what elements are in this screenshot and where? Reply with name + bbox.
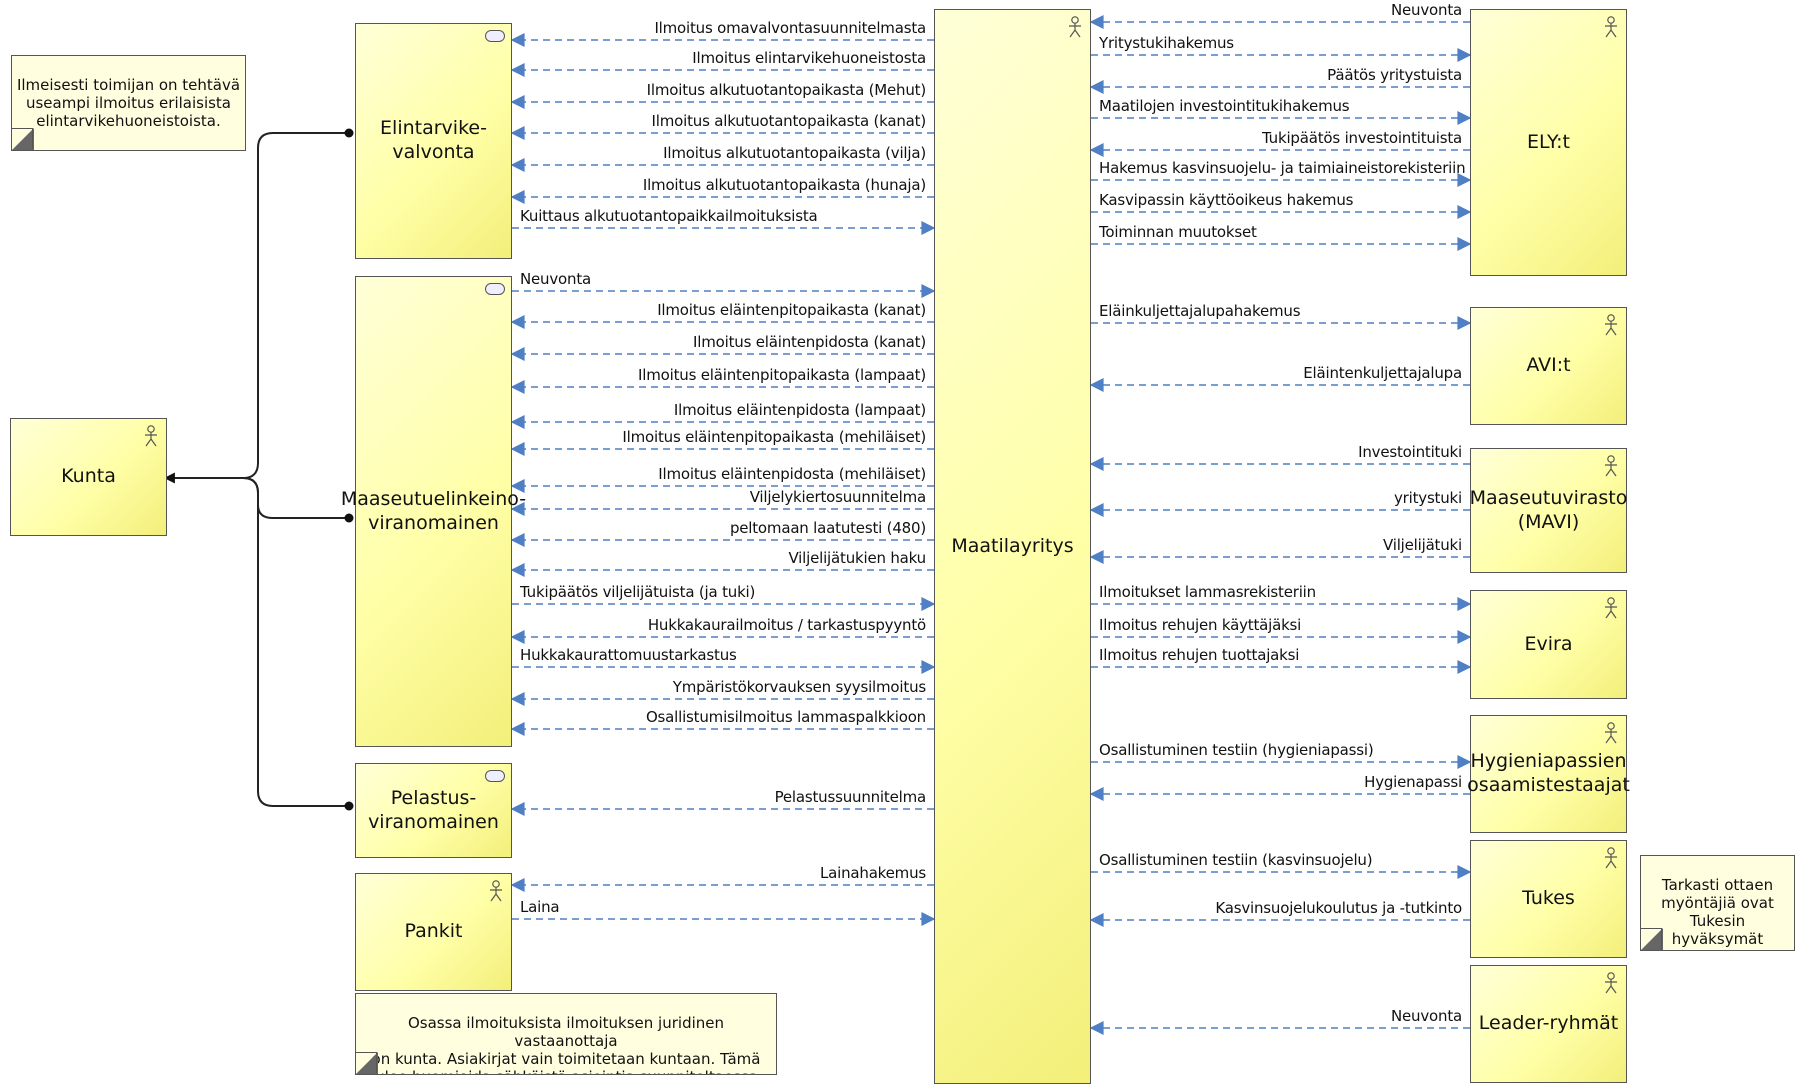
left-flow-label: Ilmoitus alkutuotantopaikasta (kanat) (651, 112, 927, 130)
maaseutuelinkeinoviranomainen-role[interactable]: Maaseutuelinkeino- viranomainen (341, 276, 526, 747)
left-flow-label: Ilmoitus eläintenpidosta (kanat) (693, 333, 926, 351)
right-flow-label: Hakemus kasvinsuojelu- ja taimiaineistor… (1099, 159, 1466, 177)
left-flow-label: Ilmoitus alkutuotantopaikasta (hunaja) (642, 176, 926, 194)
kunta-actor[interactable]: Kunta (10, 418, 167, 536)
connector-dot (344, 513, 354, 523)
left-flow-label: Ilmoitus eläintenpitopaikasta (mehiläise… (622, 428, 926, 446)
mavi-actor[interactable]: Maaseutuvirasto (MAVI) (1470, 448, 1627, 573)
leader-ryhmat-actor[interactable]: Leader-ryhmät (1470, 965, 1627, 1083)
ely-label: ELY:t (1526, 130, 1570, 153)
left-flow-label: Laina (520, 898, 560, 916)
maatilayritys-actor[interactable]: Maatilayritys (934, 9, 1091, 1084)
mavi-label: Maaseutuvirasto (MAVI) (1469, 486, 1628, 533)
left-flow-label: Ilmoitus eläintenpitopaikasta (kanat) (657, 301, 926, 319)
actor-icon (490, 880, 502, 902)
avi-label: AVI:t (1526, 354, 1571, 377)
left-flow-label: Neuvonta (520, 270, 591, 288)
hygieniapassi-testaajat-label: Hygieniapassien osaamistestaajat (1467, 750, 1630, 796)
actor-icon (1605, 314, 1617, 336)
left-flow-label: Lainahakemus (819, 864, 926, 882)
pankit-actor[interactable]: Pankit (355, 873, 512, 991)
actor-icon (1605, 972, 1617, 994)
hygieniapassi-testaajat-actor[interactable]: Hygieniapassien osaamistestaajat (1467, 715, 1630, 833)
left-flow-label: peltomaan laatutesti (480) (729, 519, 926, 537)
left-flow-label: Tukipäätös viljelijätuista (ja tuki) (520, 583, 756, 601)
actor-icon (145, 425, 157, 447)
left-flow-label: Ilmoitus eläintenpitopaikasta (lampaat) (638, 366, 926, 384)
tukes-actor[interactable]: Tukes (1470, 840, 1627, 958)
left-flow-label: Ilmoitus elintarvikehuoneistosta (692, 49, 926, 67)
actor-icon (1069, 16, 1081, 38)
maaseutuelinkeinoviranomainen-label: Maaseutuelinkeino- viranomainen (340, 487, 527, 534)
maatilayritys-label: Maatilayritys (951, 534, 1074, 557)
right-flow-label: Maatilojen investointitukihakemus (1099, 97, 1350, 115)
leader-ryhmat-label: Leader-ryhmät (1478, 1012, 1619, 1035)
note-text: Tarkasti ottaen myöntäjiä ovat Tukesin h… (1661, 876, 1774, 950)
kunta-label: Kunta (61, 465, 116, 488)
connector-dot (344, 128, 354, 138)
note-kunta-vastaanottaja: Osassa ilmoituksista ilmoituksen juridin… (355, 993, 777, 1075)
actor-icon (1605, 847, 1617, 869)
actor-icon (1605, 597, 1617, 619)
right-flow-label: Kasvinsuojelukoulutus ja -tutkinto (1215, 899, 1462, 917)
note-fold-icon (1641, 928, 1663, 950)
note-elintarvikehuoneistot: Ilmeisesti toimijan on tehtävä useampi i… (11, 55, 246, 151)
note-text: Ilmeisesti toimijan on tehtävä useampi i… (16, 76, 241, 130)
ely-actor[interactable]: ELY:t (1470, 9, 1627, 276)
elintarvikevalvonta-label: Elintarvike- valvonta (380, 117, 487, 163)
service-icon (485, 283, 505, 295)
left-flow-label: Ilmoitus eläintenpidosta (mehiläiset) (658, 465, 926, 483)
left-flow-label: Viljelykiertosuunnitelma (749, 488, 927, 506)
kunta-association-lines (163, 128, 354, 811)
right-flow-label: Päätös yritystuista (1327, 66, 1462, 84)
left-flow-label: Hukkakaurattomuustarkastus (520, 646, 737, 664)
right-flow-label: Investointituki (1358, 443, 1462, 461)
actor-icon (1605, 16, 1617, 38)
right-flow-label: Eläinkuljettajalupahakemus (1099, 302, 1301, 320)
service-icon (485, 770, 505, 782)
left-flow-label: Viljelijätukien haku (788, 549, 926, 567)
right-flow-label: Ilmoitus rehujen tuottajaksi (1099, 646, 1300, 664)
note-tukes-kouluttajat: Tarkasti ottaen myöntäjiä ovat Tukesin h… (1640, 855, 1795, 951)
pankit-label: Pankit (404, 920, 463, 943)
left-flow-label: Ilmoitus eläintenpidosta (lampaat) (673, 401, 926, 419)
left-flow-label: Kuittaus alkutuotantopaikkailmoituksista (520, 207, 818, 225)
service-icon (485, 30, 505, 42)
right-flow-label: Toiminnan muutokset (1099, 223, 1257, 241)
right-flow-label: Ilmoitukset lammasrekisteriin (1099, 583, 1316, 601)
evira-actor[interactable]: Evira (1470, 590, 1627, 699)
note-fold-icon (12, 128, 34, 150)
tukes-label: Tukes (1522, 887, 1575, 910)
actor-icon (1605, 722, 1617, 744)
right-flow-label: Osallistuminen testiin (hygieniapassi) (1099, 741, 1374, 759)
left-flow-label: Pelastussuunnitelma (774, 788, 927, 806)
right-flow-label: Kasvipassin käyttöoikeus hakemus (1099, 191, 1354, 209)
right-flow-label: Neuvonta (1391, 1, 1462, 19)
evira-label: Evira (1524, 632, 1573, 655)
right-flow-label: Viljelijätuki (1383, 536, 1462, 554)
left-flow-label: Ilmoitus omavalvontasuunnitelmasta (654, 19, 926, 37)
right-flow-label: Neuvonta (1391, 1007, 1462, 1025)
right-flow-label: Ilmoitus rehujen käyttäjäksi (1099, 616, 1302, 634)
pelastusviranomainen-role[interactable]: Pelastus- viranomainen (355, 763, 512, 858)
elintarvikevalvonta-role[interactable]: Elintarvike- valvonta (355, 23, 512, 259)
note-fold-icon (356, 1052, 378, 1074)
actor-icon (1605, 455, 1617, 477)
right-flow-label: Yritystukihakemus (1099, 34, 1234, 52)
right-flow-label: yritystuki (1393, 489, 1462, 507)
pelastusviranomainen-label: Pelastus- viranomainen (368, 786, 499, 833)
left-flow-label: Ilmoitus alkutuotantopaikasta (vilja) (663, 144, 926, 162)
left-flow-label: Osallistumisilmoitus lammaspalkkioon (645, 708, 926, 726)
left-flow-label: Ympäristökorvauksen syysilmoitus (672, 678, 926, 696)
right-flow-label: Osallistuminen testiin (kasvinsuojelu) (1099, 851, 1373, 869)
right-flow-label: Hygienapassi (1364, 773, 1462, 791)
right-flow-label: Tukipäätös investointituista (1261, 129, 1462, 147)
avi-actor[interactable]: AVI:t (1470, 307, 1627, 425)
right-flow-label: Eläintenkuljettajalupa (1303, 364, 1462, 382)
connector-dot (344, 801, 354, 811)
note-text: Osassa ilmoituksista ilmoituksen juridin… (369, 1014, 762, 1074)
left-flow-label: Ilmoitus alkutuotantopaikasta (Mehut) (646, 81, 927, 99)
left-flow-label: Hukkakaurailmoitus / tarkastuspyyntö (647, 616, 926, 634)
